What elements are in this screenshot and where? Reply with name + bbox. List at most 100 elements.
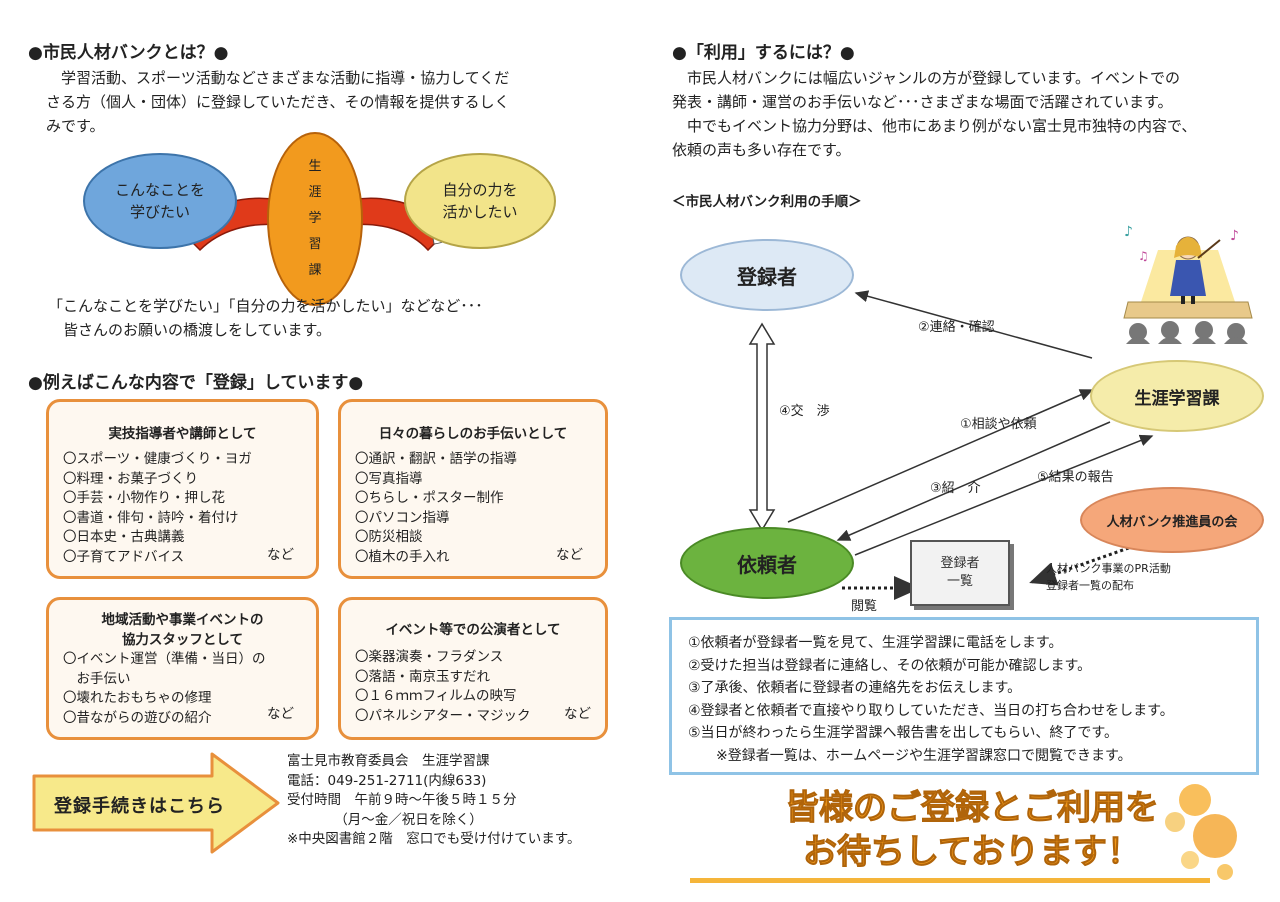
box-item: 〇スポーツ・健康づくり・ヨガ [63, 451, 252, 467]
svg-text:♫: ♫ [1138, 249, 1149, 263]
box-etc: など [564, 706, 591, 722]
closing-line: お待ちしております！ [803, 832, 1142, 873]
box-item: 〇ちらし・ポスター制作 [355, 490, 504, 506]
section-heading-how-to-use: ●「利用」するには？● [672, 43, 855, 63]
label-report: ⑤結果の報告 [1037, 470, 1114, 485]
node-requester: 依頼者 [680, 527, 854, 599]
arrow-introduce [836, 421, 1111, 541]
closing-underline [690, 878, 1210, 883]
bubble-want-to-learn: こんなことを 学びたい [83, 153, 237, 249]
node-promoters-association: 人材バンク推進員の会 [1080, 487, 1264, 553]
label-contact-confirm: ②連絡・確認 [918, 320, 995, 335]
contact-line: ※中央図書館２階 窓口でも受け付けています。 [287, 831, 581, 847]
bubble-line: 自分の力を [442, 181, 518, 199]
box-item: 〇子育てアドバイス [63, 548, 185, 565]
pr-line: 人材バンク事業のPR活動 [1046, 562, 1171, 575]
step-item: ※登録者一覧は、ホームページや生涯学習課窓口で閲覧できます。 [688, 747, 1132, 764]
box-item: 〇パネルシアター・マジック [355, 707, 531, 724]
section-heading-examples: ●例えばこんな内容で「登録」しています● [28, 373, 364, 393]
pillar-char: 課 [308, 263, 322, 278]
step-item: ⑤当日が終わったら生涯学習課へ報告書を出してもらい、終了です。 [688, 725, 1119, 741]
step-item: ③了承後、依頼者に登録者の連絡先をお伝えします。 [688, 680, 1022, 696]
box-title: 協力スタッフとして [121, 632, 244, 648]
intro-line: みです。 [46, 117, 105, 135]
box-item: 〇壊れたおもちゃの修理 [63, 690, 212, 706]
label-negotiate: ④交 渉 [779, 404, 830, 419]
doc-line: 登録者 [940, 556, 980, 571]
arrow-report [854, 434, 1154, 556]
node-label: 登録者 [737, 264, 797, 289]
node-lifelong-learning-dept: 生涯学習課 [1090, 360, 1264, 432]
box-etc: など [267, 547, 294, 563]
arrow-pr-activity [1029, 542, 1141, 586]
category-box-performer: イベント等での公演者として 〇楽器演奏・フラダンス 〇落語・南京玉すだれ 〇１６… [338, 597, 608, 740]
box-etc: など [267, 706, 294, 722]
box-item: お手伝い [63, 670, 131, 687]
contact-phone: 電話：049-251-2711(内線633) [287, 772, 487, 789]
box-item: 〇パソコン指導 [355, 509, 450, 526]
category-box-daily-help: 日々の暮らしのお手伝いとして 〇通訳・翻訳・語学の指導 〇写真指導 〇ちらし・ポ… [338, 399, 608, 579]
registration-arrow[interactable] [32, 752, 282, 854]
contact-info: 富士見市教育委員会 生涯学習課 電話：049-251-2711(内線633) 受… [287, 752, 580, 850]
caption-line: 皆さんのお願いの橋渡しをしています。 [48, 321, 332, 339]
label-request: ①相談や依頼 [960, 417, 1037, 432]
node-label: 依頼者 [737, 552, 797, 577]
steps-box: ①依頼者が登録者一覧を見て、生涯学習課に電話をします。 ②受けた担当は登録者に連… [669, 617, 1259, 775]
doc-line: 一覧 [946, 574, 973, 589]
bubble-line: 活かしたい [442, 203, 518, 221]
box-item: 〇通訳・翻訳・語学の指導 [355, 451, 517, 467]
bubble-line: 学びたい [129, 203, 190, 221]
pr-line: 登録者一覧の配布 [1046, 579, 1134, 592]
box-item: 〇料理・お菓子づくり [63, 470, 198, 487]
box-item: 〇手芸・小物作り・押し花 [63, 490, 225, 506]
decorative-dots [1165, 784, 1237, 880]
box-item: 〇昔ながらの遊びの紹介 [63, 709, 212, 726]
box-title: イベント等での公演者として [385, 622, 561, 638]
closing-line: 皆様のご登録とご利用を [785, 788, 1160, 829]
box-item: 〇日本史・古典講義 [63, 529, 185, 545]
node-label: 人材バンク推進員の会 [1106, 514, 1238, 530]
contact-line: （月～金／祝日を除く） [287, 811, 483, 828]
svg-text:♪: ♪ [1124, 224, 1133, 240]
section-heading-what-is: ●市民人材バンクとは？● [28, 43, 229, 63]
box-etc: など [556, 547, 583, 563]
caption-line: 「こんなことを学びたい」「自分の力を活かしたい」などなど･･･ [48, 297, 483, 315]
box-item: 〇植木の手入れ [355, 548, 450, 565]
pillar-lifelong-learning-dept: 生 涯 学 習 課 [267, 132, 363, 306]
usage-line: 市民人材バンクには幅広いジャンルの方が登録しています。イベントでの [672, 69, 1181, 87]
box-title: 実技指導者や講師として [108, 426, 257, 442]
pillar-char: 学 [308, 211, 322, 226]
node-registrant: 登録者 [680, 239, 854, 311]
violinist-performer-illustration: ♪ ♪ ♫ [1123, 224, 1253, 344]
box-item: 〇写真指導 [355, 470, 423, 487]
category-box-event-staff: 地域活動や事業イベントの 協力スタッフとして 〇イベント運営（準備・当日）の お… [46, 597, 319, 740]
flow-diagram-lines [748, 290, 1154, 600]
registrant-list-document[interactable]: 登録者 一覧 [910, 540, 1010, 606]
registration-link[interactable]: 登録手続きはこちら [54, 796, 225, 817]
bridge-caption: 「こんなことを学びたい」「自分の力を活かしたい」などなど･･･ 皆さんのお願いの… [48, 294, 483, 342]
pillar-char: 習 [308, 237, 322, 252]
contact-line: 富士見市教育委員会 生涯学習課 [287, 753, 490, 769]
step-item: ④登録者と依頼者で直接やり取りしていただき、当日の打ち合わせをします。 [688, 702, 1174, 719]
intro-line: さる方（個人・団体）に登録していただき、その情報を提供するしく [46, 93, 510, 111]
label-browse: 閲覧 [851, 599, 878, 614]
pr-activity-note: 人材バンク事業のPR活動 登録者一覧の配布 [1046, 560, 1171, 594]
box-item: 〇イベント運営（準備・当日）の [63, 651, 266, 667]
contact-line: 受付時間 午前９時～午後５時１５分 [287, 792, 517, 808]
usage-paragraph: 市民人材バンクには幅広いジャンルの方が登録しています。イベントでの 発表・講師・… [672, 66, 1196, 162]
step-item: ②受けた担当は登録者に連絡し、その依頼が可能か確認します。 [688, 657, 1092, 674]
procedure-title: ＜市民人材バンク利用の手順＞ [672, 194, 862, 210]
negotiate-double-arrow [748, 322, 776, 532]
node-label: 生涯学習課 [1134, 388, 1220, 409]
box-item: 〇書道・俳句・詩吟・着付け [63, 509, 239, 526]
step-item: ①依頼者が登録者一覧を見て、生涯学習課に電話をします。 [688, 635, 1063, 651]
pillar-char: 涯 [308, 185, 322, 200]
closing-message: 皆様のご登録とご利用を お待ちしております！ [742, 786, 1202, 874]
bubble-use-my-skills: 自分の力を 活かしたい [404, 153, 556, 249]
pillar-char: 生 [308, 159, 322, 174]
arrow-contact-confirm [854, 290, 1093, 359]
box-title: 地域活動や事業イベントの [101, 612, 264, 628]
bubble-line: こんなことを [114, 181, 205, 199]
usage-line: 依頼の声も多い存在です。 [672, 141, 851, 159]
box-item: 〇防災相談 [355, 529, 423, 545]
